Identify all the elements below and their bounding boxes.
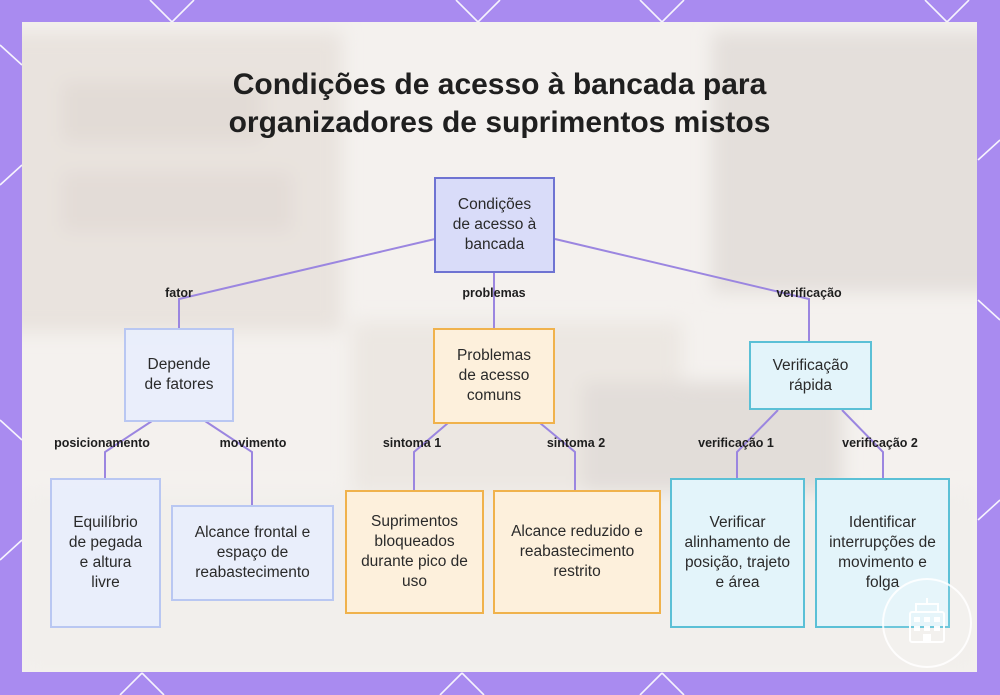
connector-problems-blocked xyxy=(414,423,448,490)
edge-label-fator: fator xyxy=(165,286,193,300)
building-icon xyxy=(884,580,970,666)
connector-factors-reach xyxy=(205,421,252,505)
node-problems: Problemas de acesso comuns xyxy=(433,328,555,424)
node-grip-label: Equilíbrio de pegada e altura livre xyxy=(64,513,147,593)
connector-root-factors xyxy=(179,239,435,328)
edge-label-verificacao-2: verificação 2 xyxy=(842,436,918,450)
node-root-label: Condições de acesso à bancada xyxy=(448,195,541,255)
node-reduced-label: Alcance reduzido e reabastecimento restr… xyxy=(507,522,647,582)
node-reduced: Alcance reduzido e reabastecimento restr… xyxy=(493,490,661,614)
node-factors: Depende de fatores xyxy=(124,328,234,422)
edge-label-verificacao-1: verificação 1 xyxy=(698,436,774,450)
edge-label-problemas: problemas xyxy=(462,286,525,300)
edge-label-verificacao: verificação xyxy=(776,286,841,300)
node-reach: Alcance frontal e espaço de reabastecime… xyxy=(171,505,334,601)
node-blocked: Suprimentos bloqueados durante pico de u… xyxy=(345,490,484,614)
connector-root-check xyxy=(555,239,809,341)
edge-label-sintoma-2: sintoma 2 xyxy=(547,436,605,450)
node-check-label: Verificação rápida xyxy=(763,356,858,396)
node-reach-label: Alcance frontal e espaço de reabastecime… xyxy=(185,523,320,583)
edge-label-sintoma-1: sintoma 1 xyxy=(383,436,441,450)
node-check: Verificação rápida xyxy=(749,341,872,410)
edge-label-posicionamento: posicionamento xyxy=(54,436,150,450)
node-blocked-label: Suprimentos bloqueados durante pico de u… xyxy=(359,512,470,592)
connector-problems-reduced xyxy=(540,423,575,490)
watermark-badge xyxy=(882,578,972,668)
node-root: Condições de acesso à bancada xyxy=(434,177,555,273)
node-problems-label: Problemas de acesso comuns xyxy=(447,346,541,406)
node-alignment-label: Verificar alinhamento de posição, trajet… xyxy=(684,513,791,593)
edge-label-movimento: movimento xyxy=(220,436,287,450)
node-factors-label: Depende de fatores xyxy=(138,355,220,395)
node-alignment: Verificar alinhamento de posição, trajet… xyxy=(670,478,805,628)
node-grip: Equilíbrio de pegada e altura livre xyxy=(50,478,161,628)
